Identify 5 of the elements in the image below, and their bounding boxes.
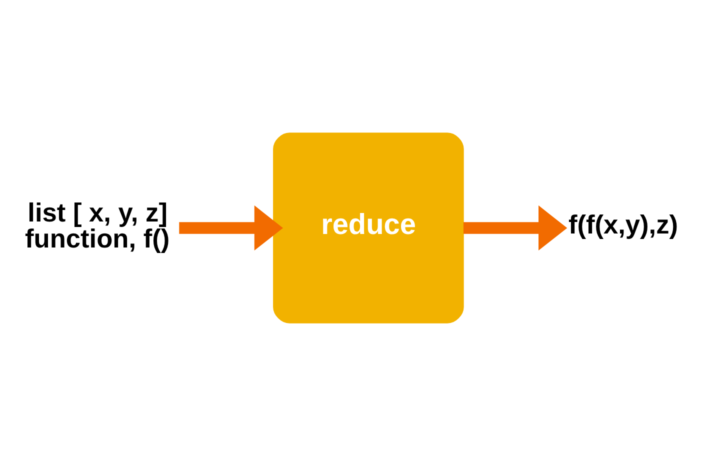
arrow: [463, 205, 568, 251]
node-box: reduce: [273, 132, 464, 324]
node-text: list [ x, y, z] function, f(): [25, 197, 170, 254]
arrow: [179, 205, 284, 251]
node-text: f(f(x,y),z): [568, 209, 678, 240]
